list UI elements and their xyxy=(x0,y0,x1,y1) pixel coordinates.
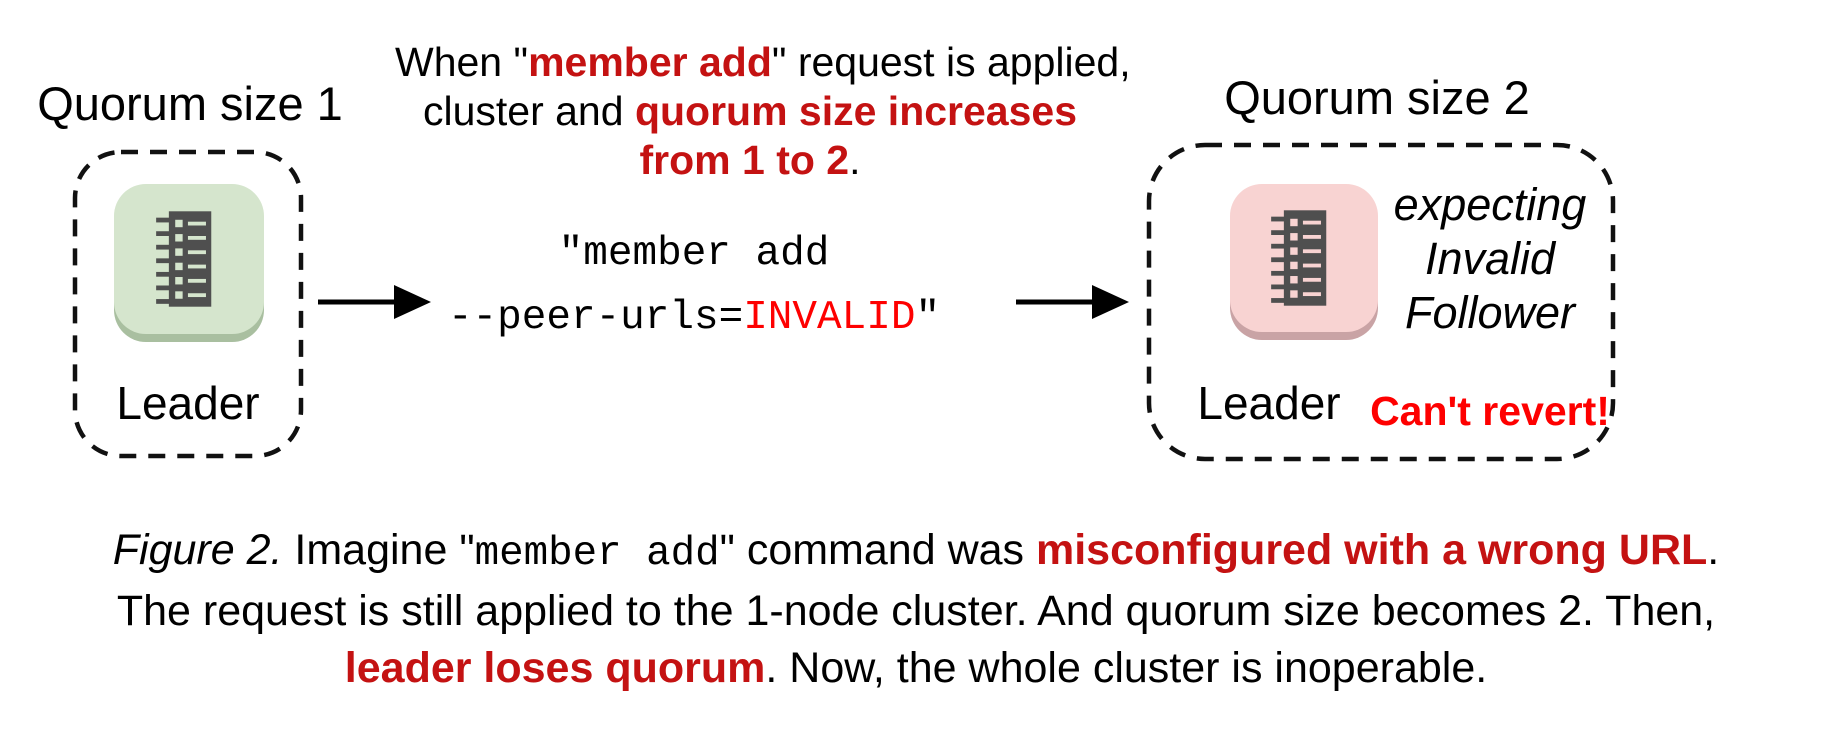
figure-label: Figure 2. xyxy=(112,526,283,574)
cant-revert-warning: Can't revert! xyxy=(1370,388,1610,434)
arrow-right-icon xyxy=(318,285,431,319)
log-journal-icon xyxy=(156,211,212,307)
left-leader-label: Leader xyxy=(116,377,260,429)
member-add-note: When "member add" request is applied, cl… xyxy=(395,39,1131,183)
figure-caption: Figure 2. Imagine "member add" command w… xyxy=(112,526,1720,692)
right-cluster-dashed-box xyxy=(1146,142,1616,462)
expecting-invalid-follower-note: expecting Invalid Follower xyxy=(1393,179,1587,338)
right-cluster-title: Quorum size 2 xyxy=(1224,71,1530,124)
left-cluster-title: Quorum size 1 xyxy=(37,77,343,130)
left-cluster-dashed-box xyxy=(72,149,304,459)
leader-node-tile-pink xyxy=(1230,184,1378,332)
leader-node-tile-green xyxy=(114,184,264,334)
member-add-command: "member add --peer-urls=INVALID" xyxy=(447,231,941,341)
right-leader-label: Leader xyxy=(1197,377,1341,429)
arrow-right-icon xyxy=(1016,285,1129,319)
log-journal-icon xyxy=(1271,210,1327,306)
